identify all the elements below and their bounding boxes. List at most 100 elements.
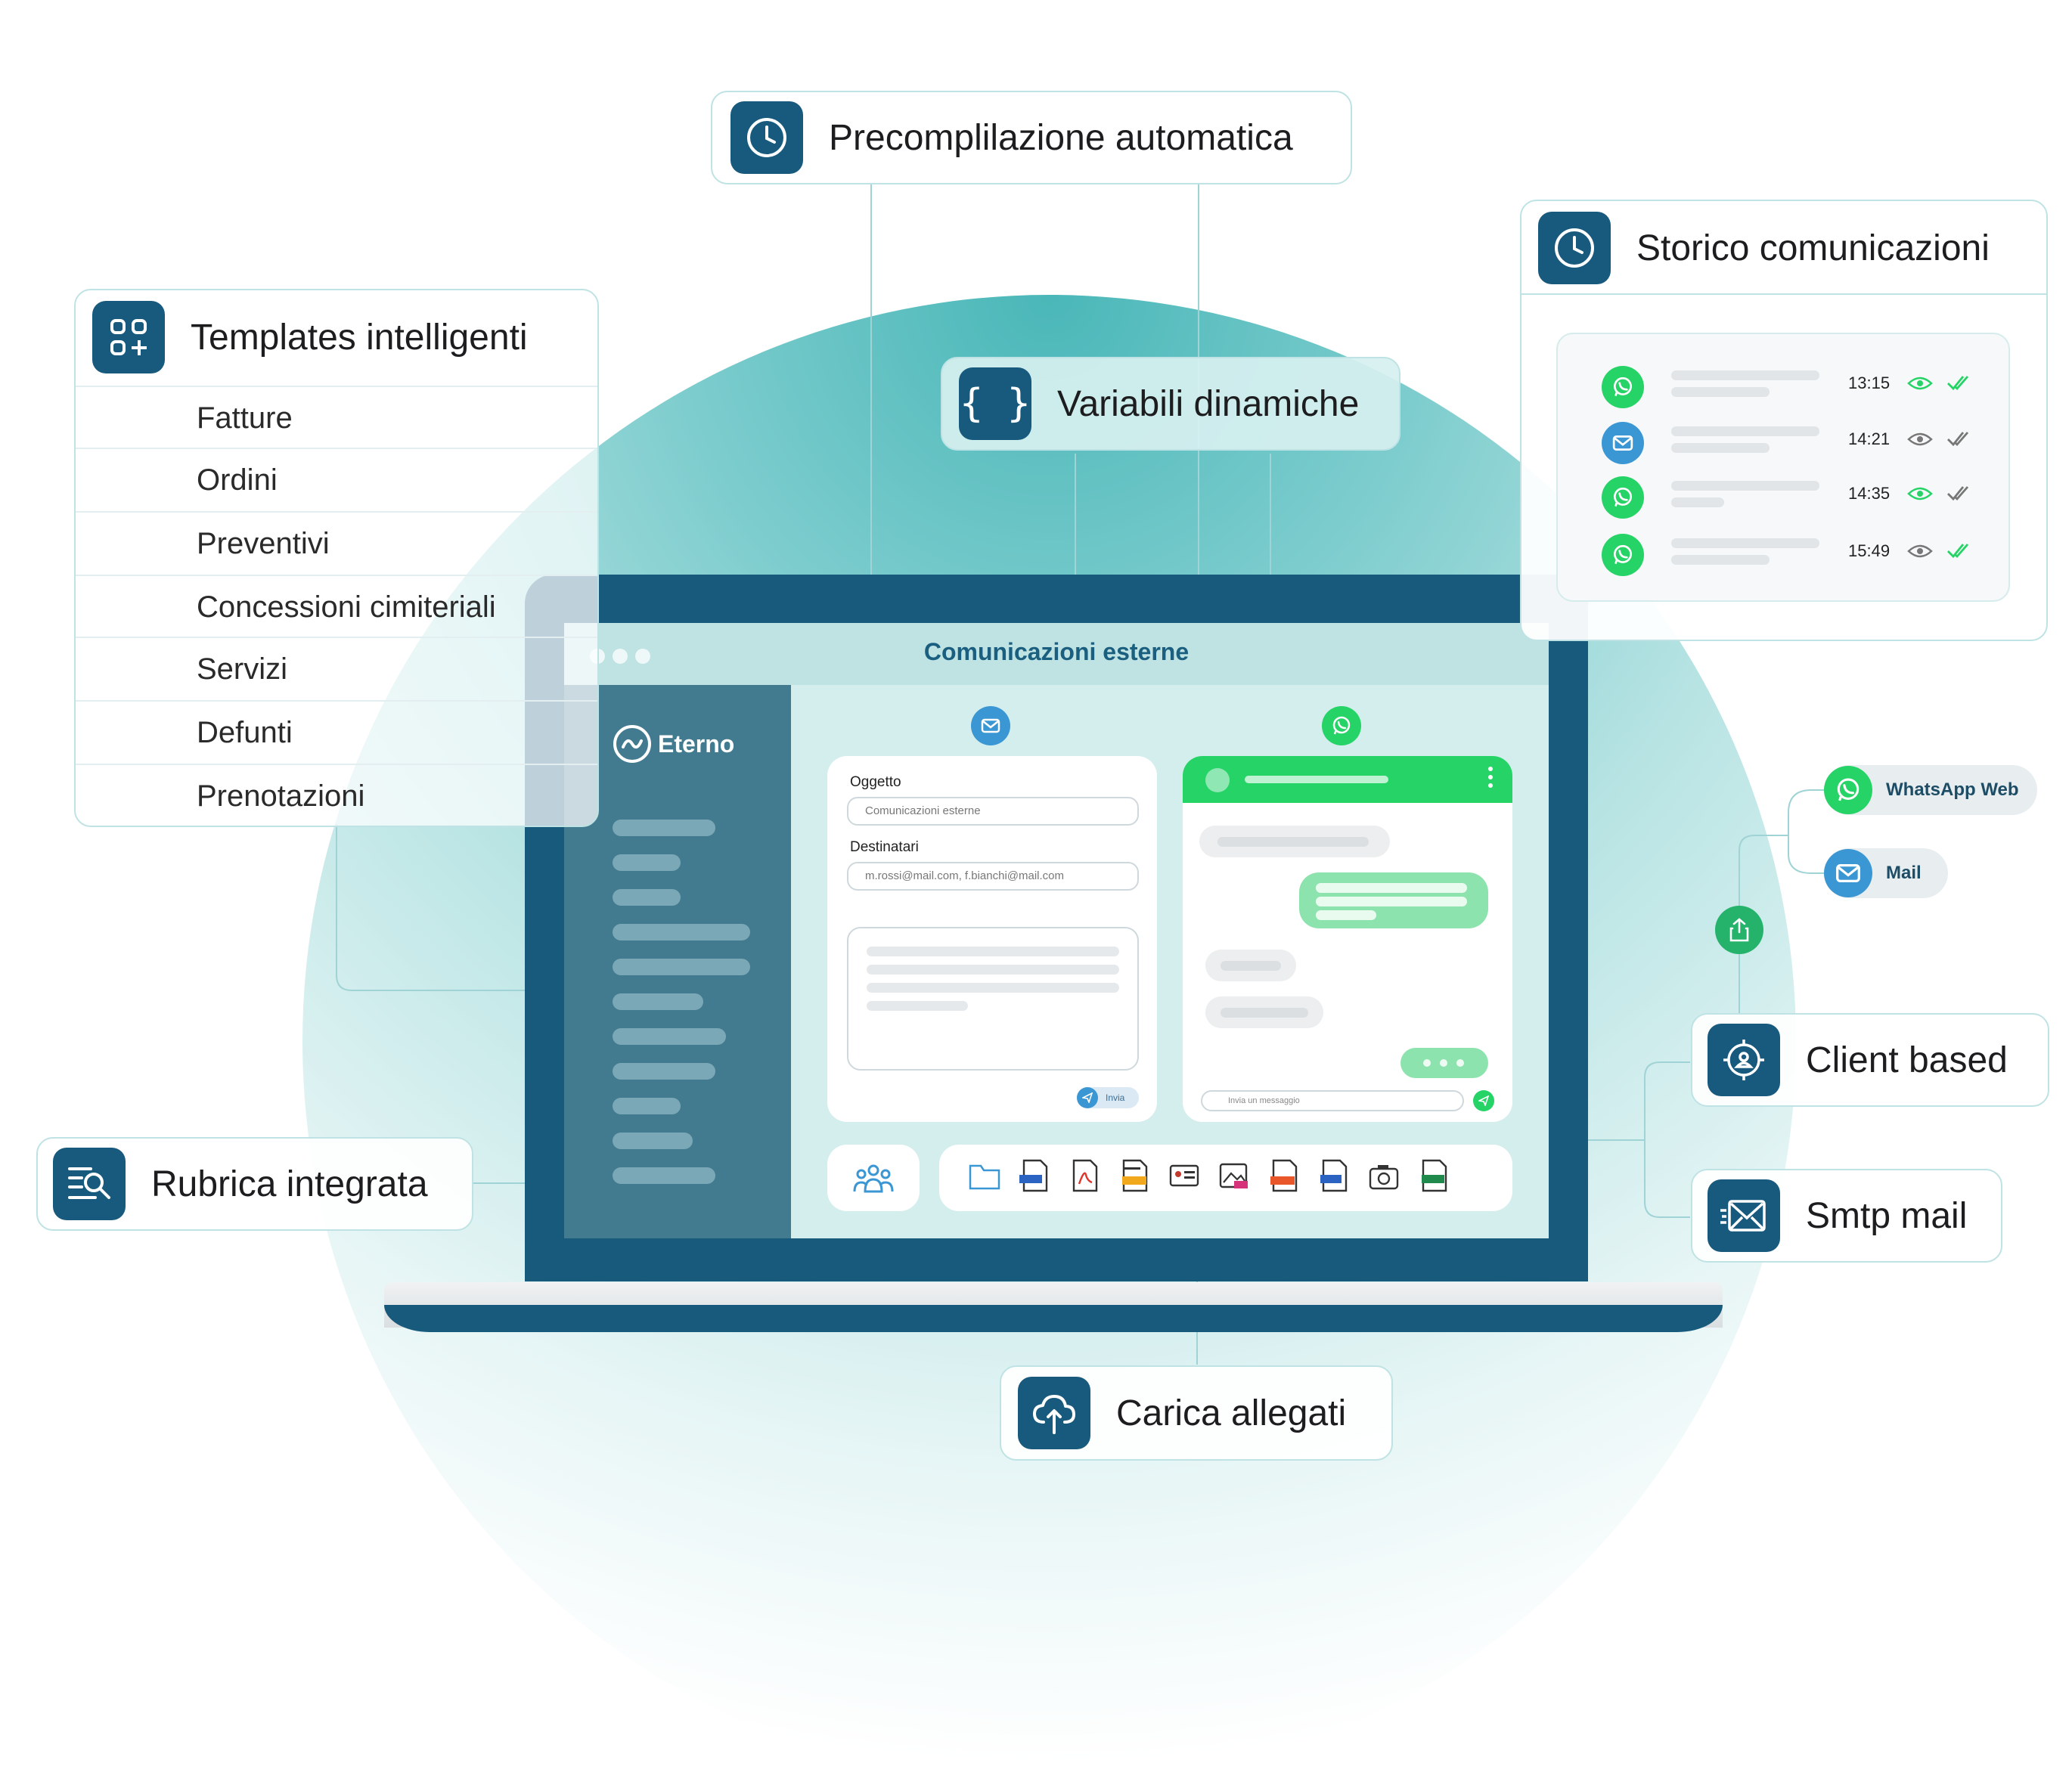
chat-menu-icon[interactable] — [1488, 767, 1493, 792]
xlsx-file-icon[interactable] — [1417, 1158, 1450, 1193]
pdf-file-icon[interactable] — [1068, 1158, 1101, 1193]
feature-carica: Carica allegati — [1000, 1365, 1393, 1461]
whatsapp-icon — [1824, 766, 1872, 814]
storico-row[interactable]: 13:15 — [1558, 360, 2012, 413]
contact-card-icon[interactable] — [1168, 1158, 1201, 1193]
list-search-icon — [53, 1148, 126, 1220]
storico-time: 14:21 — [1848, 429, 1891, 448]
channel-label: WhatsApp Web — [1886, 779, 2019, 800]
photo-camera-icon[interactable] — [1367, 1158, 1400, 1193]
folder-icon[interactable] — [968, 1158, 1001, 1193]
template-item-preventivi[interactable]: Preventivi — [76, 511, 597, 573]
send-icon — [1478, 1095, 1489, 1106]
brand-name: Eterno — [658, 730, 735, 758]
sidebar-item[interactable] — [613, 820, 715, 836]
storico-row[interactable]: 14:35 — [1558, 470, 2012, 523]
share-icon[interactable] — [1715, 906, 1763, 954]
cloud-upload-icon — [1018, 1377, 1090, 1449]
sidebar-item[interactable] — [613, 993, 703, 1010]
app-sidebar: Eterno — [564, 685, 791, 1238]
received-bubble — [1205, 950, 1296, 981]
window-dot[interactable] — [613, 649, 628, 664]
oggetto-input[interactable]: Comunicazioni esterne — [847, 797, 1139, 826]
send-button[interactable]: Invia — [1077, 1087, 1139, 1108]
destinatari-input[interactable]: m.rossi@mail.com, f.bianchi@mail.com — [847, 862, 1139, 891]
sent-bubble — [1299, 872, 1488, 928]
message-body[interactable] — [847, 927, 1139, 1071]
rubrica-button[interactable] — [827, 1145, 920, 1211]
brand-logo: Eterno — [613, 724, 734, 764]
window-title-bar: Comunicazioni esterne — [564, 623, 1549, 685]
storico-time: 13:15 — [1848, 373, 1891, 392]
grid-add-icon — [92, 301, 165, 373]
chat-send-button[interactable] — [1473, 1090, 1494, 1111]
sidebar-item[interactable] — [613, 1133, 693, 1149]
channel-whatsapp-web[interactable]: WhatsApp Web — [1824, 765, 2037, 815]
feature-label: Smtp mail — [1806, 1195, 1968, 1236]
mail-channel-icon[interactable] — [971, 706, 1010, 745]
sidebar-item[interactable] — [613, 1167, 715, 1184]
fast-mail-icon — [1708, 1179, 1780, 1252]
whatsapp-channel-icon[interactable] — [1322, 706, 1361, 745]
template-item-servizi[interactable]: Servizi — [76, 637, 597, 699]
feature-label: Storico comunicazioni — [1636, 228, 1990, 268]
storico-row[interactable]: 14:21 — [1558, 416, 2012, 469]
storico-row[interactable]: 15:49 — [1558, 528, 2012, 581]
sidebar-item[interactable] — [613, 924, 750, 940]
whatsapp-icon — [1602, 476, 1644, 519]
send-label: Invia — [1106, 1092, 1125, 1103]
whatsapp-icon — [1602, 366, 1644, 408]
window-title: Comunicazioni esterne — [923, 638, 1190, 665]
feature-label: Carica allegati — [1116, 1393, 1347, 1433]
template-item-concessioni[interactable]: Concessioni cimiteriali — [76, 575, 597, 637]
oggetto-label: Oggetto — [850, 774, 901, 790]
window-dot[interactable] — [635, 649, 650, 664]
jpeg-file-icon[interactable] — [1267, 1158, 1301, 1193]
feature-label: Precomplilazione automatica — [829, 117, 1293, 158]
template-item-prenotazioni[interactable]: Prenotazioni — [76, 764, 597, 826]
storico-header: Storico comunicazioni — [1538, 212, 1990, 284]
mail-icon — [1602, 422, 1644, 464]
laptop-screen: Comunicazioni esterne Eterno Oggetto Com… — [564, 623, 1549, 1238]
curly-braces-icon: { } — [959, 367, 1031, 440]
sidebar-item[interactable] — [613, 1063, 715, 1080]
channel-mail[interactable]: Mail — [1824, 848, 1948, 898]
dot-file-icon[interactable] — [1317, 1158, 1351, 1193]
feature-label: Client based — [1806, 1040, 2008, 1080]
double-check-icon — [1947, 376, 1969, 391]
templates-header: Templates intelligenti — [92, 301, 528, 373]
sidebar-item[interactable] — [613, 959, 750, 975]
user-target-icon — [1708, 1024, 1780, 1096]
received-bubble — [1205, 996, 1323, 1028]
template-item-fatture[interactable]: Fatture — [76, 386, 597, 448]
send-icon — [1077, 1087, 1098, 1108]
laptop-base-edge — [384, 1305, 1723, 1332]
mail-icon — [1824, 849, 1872, 897]
template-item-ordini[interactable]: Ordini — [76, 448, 597, 510]
template-item-defunti[interactable]: Defunti — [76, 700, 597, 762]
png-image-icon[interactable] — [1217, 1158, 1251, 1193]
received-bubble — [1199, 826, 1390, 857]
email-composer: Oggetto Comunicazioni esterne Destinatar… — [827, 756, 1157, 1122]
chat-input[interactable]: Invia un messaggio — [1201, 1090, 1464, 1111]
feature-variabili: { } Variabili dinamiche — [941, 357, 1400, 451]
double-check-icon — [1947, 486, 1969, 501]
text-file-icon[interactable] — [1118, 1158, 1151, 1193]
destinatari-label: Destinatari — [850, 839, 919, 855]
sidebar-item[interactable] — [613, 1028, 726, 1045]
feature-label: Templates intelligenti — [191, 317, 528, 358]
clock-icon — [1538, 212, 1611, 284]
chat-avatar — [1205, 768, 1230, 792]
clock-icon — [730, 101, 803, 174]
eterno-logo-icon — [613, 725, 651, 763]
seen-eye-icon — [1907, 377, 1933, 390]
sidebar-item[interactable] — [613, 854, 681, 871]
sidebar-item[interactable] — [613, 1098, 681, 1114]
feature-smtp: Smtp mail — [1691, 1169, 2002, 1263]
double-check-icon — [1947, 544, 1969, 559]
people-icon — [853, 1164, 894, 1193]
sidebar-item[interactable] — [613, 889, 681, 906]
storico-list: 13:15 14:21 14:35 15:49 — [1556, 333, 2010, 602]
docx-file-icon[interactable] — [1018, 1158, 1051, 1193]
double-check-icon — [1947, 432, 1969, 447]
